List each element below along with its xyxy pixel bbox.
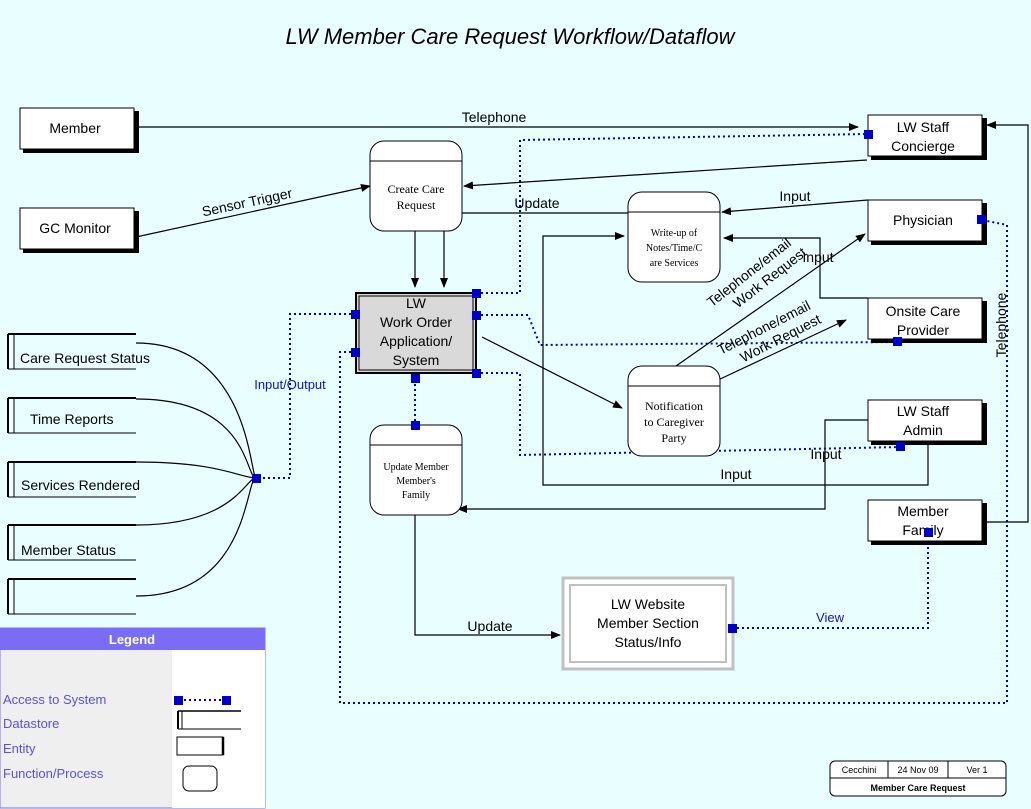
footer-version: Ver 1 xyxy=(966,765,987,775)
flow-workorder-notification xyxy=(481,336,623,409)
flow-physician-writeup xyxy=(721,199,869,216)
process-notification[interactable]: Notification to Caregiver Party xyxy=(627,365,721,457)
flow-updatemember-website xyxy=(414,514,561,639)
entity-onsite-provider[interactable]: Onsite Care Provider xyxy=(867,297,987,343)
label-telephone: Telephone xyxy=(462,109,527,125)
label-sensor-trigger: Sensor Trigger xyxy=(200,185,293,220)
legend-item-process: Function/Process xyxy=(3,766,104,781)
label-input-onsite: Input xyxy=(802,249,833,265)
label-input-admin-2: Input xyxy=(810,446,841,462)
entity-family-line2: Family xyxy=(902,522,943,538)
legend: Legend Access to System Datastore Entity… xyxy=(0,627,266,809)
datastore-care-request-status[interactable]: Care Request Status xyxy=(7,333,150,370)
label-input-output: Input/Output xyxy=(254,377,326,392)
workorder-line3: Application/ xyxy=(380,333,452,349)
label-view: View xyxy=(816,610,845,625)
label-input-physician: Input xyxy=(779,188,810,204)
footer-date: 24 Nov 09 xyxy=(897,765,938,775)
entity-gc-monitor-label: GC Monitor xyxy=(39,220,111,236)
link-website-family xyxy=(732,535,929,629)
label-update-top: Update xyxy=(514,195,559,211)
entity-physician[interactable]: Physician xyxy=(867,199,987,245)
updatemember-line1: Update Member xyxy=(383,462,449,473)
label-input-admin: Input xyxy=(720,466,751,482)
entity-admin-line2: Admin xyxy=(903,422,943,438)
entity-member-family[interactable]: Member Family xyxy=(867,499,987,545)
create-care-line1: Create Care xyxy=(388,182,445,196)
title-block: Cecchini 24 Nov 09 Ver 1 Member Care Req… xyxy=(829,760,1007,797)
datastore-member-status[interactable]: Member Status xyxy=(7,524,136,561)
workorder-line1: LW xyxy=(406,295,427,311)
process-create-care-request[interactable]: Create Care Request xyxy=(369,140,463,232)
entity-staff-admin[interactable]: LW Staff Admin xyxy=(867,399,987,445)
notification-line2: to Caregiver xyxy=(644,415,704,429)
datastore-empty[interactable] xyxy=(7,578,136,615)
flow-admin-writeup xyxy=(542,232,929,486)
flow-update-workorder xyxy=(440,212,628,288)
footer-author: Cecchini xyxy=(842,765,877,775)
process-update-member[interactable]: Update Member Member's Family xyxy=(369,424,463,516)
notification-line3: Party xyxy=(661,431,686,445)
entity-member[interactable]: Member xyxy=(19,107,139,153)
writeup-line3: are Services xyxy=(650,258,699,269)
datastore-label-services: Services Rendered xyxy=(21,477,140,493)
datastore-services-rendered[interactable]: Services Rendered xyxy=(7,461,140,498)
workorder-line4: System xyxy=(393,352,440,368)
entity-onsite-line2: Provider xyxy=(897,322,949,338)
access-points xyxy=(252,130,986,633)
process-writeup-notes[interactable]: Write-up of Notes/Time/C are Services xyxy=(627,191,721,283)
create-care-line2: Request xyxy=(397,198,436,212)
flow-gcmonitor-create xyxy=(135,184,371,238)
legend-item-access: Access to System xyxy=(3,692,106,707)
flow-notify-onsite xyxy=(717,319,847,381)
legend-symbol-entity xyxy=(176,736,224,756)
process-website[interactable]: LW Website Member Section Status/Info xyxy=(561,576,735,671)
website-line3: Status/Info xyxy=(615,634,682,650)
legend-item-datastore: Datastore xyxy=(3,716,59,731)
datastore-label-time: Time Reports xyxy=(30,411,114,427)
legend-item-entity: Entity xyxy=(3,741,36,756)
writeup-line1: Write-up of xyxy=(651,228,698,239)
flow-admin-updatemember xyxy=(457,419,868,513)
flow-onsite-writeup xyxy=(723,234,868,299)
entity-admin-line1: LW Staff xyxy=(897,403,950,419)
legend-header: Legend xyxy=(109,632,155,647)
label-telemail-onsite: Telephone/email Work Request xyxy=(715,297,824,365)
entity-onsite-line1: Onsite Care xyxy=(886,303,961,319)
entity-concierge-line1: LW Staff xyxy=(897,119,950,135)
datastore-connectors xyxy=(135,342,257,597)
link-workorder-onsite xyxy=(476,314,898,347)
datastore-time-reports[interactable]: Time Reports xyxy=(7,397,136,434)
writeup-line2: Notes/Time/C xyxy=(646,243,703,254)
link-workorder-physician xyxy=(339,219,1008,704)
entity-member-label: Member xyxy=(49,120,101,136)
entity-family-line1: Member xyxy=(897,503,949,519)
entity-staff-concierge[interactable]: LW Staff Concierge xyxy=(867,114,987,160)
website-line1: LW Website xyxy=(611,596,685,612)
entity-concierge-line2: Concierge xyxy=(891,138,955,154)
entity-physician-label: Physician xyxy=(893,212,953,228)
footer-name: Member Care Request xyxy=(870,783,965,793)
process-work-order-system[interactable]: LW Work Order Application/ System xyxy=(355,292,477,374)
entity-gc-monitor[interactable]: GC Monitor xyxy=(19,207,139,253)
datastore-label-care: Care Request Status xyxy=(20,350,150,366)
label-update-bottom: Update xyxy=(467,618,512,634)
link-workorder-concierge xyxy=(476,133,869,294)
link-workorder-datastores xyxy=(256,313,356,479)
legend-symbol-process xyxy=(182,765,218,792)
updatemember-line2: Member's xyxy=(396,476,436,487)
diagram-title: LW Member Care Request Workflow/Dataflow xyxy=(285,24,736,49)
website-line2: Member Section xyxy=(597,615,699,631)
datastore-label-member: Member Status xyxy=(21,542,116,558)
notification-line1: Notification xyxy=(645,399,703,413)
label-telephone-vertical: Telephone xyxy=(993,292,1009,357)
flow-labels: Telephone Sensor Trigger Update Input In… xyxy=(200,109,1009,634)
flow-concierge-create xyxy=(463,159,868,190)
updatemember-line3: Family xyxy=(402,490,430,501)
workorder-line2: Work Order xyxy=(380,314,452,330)
